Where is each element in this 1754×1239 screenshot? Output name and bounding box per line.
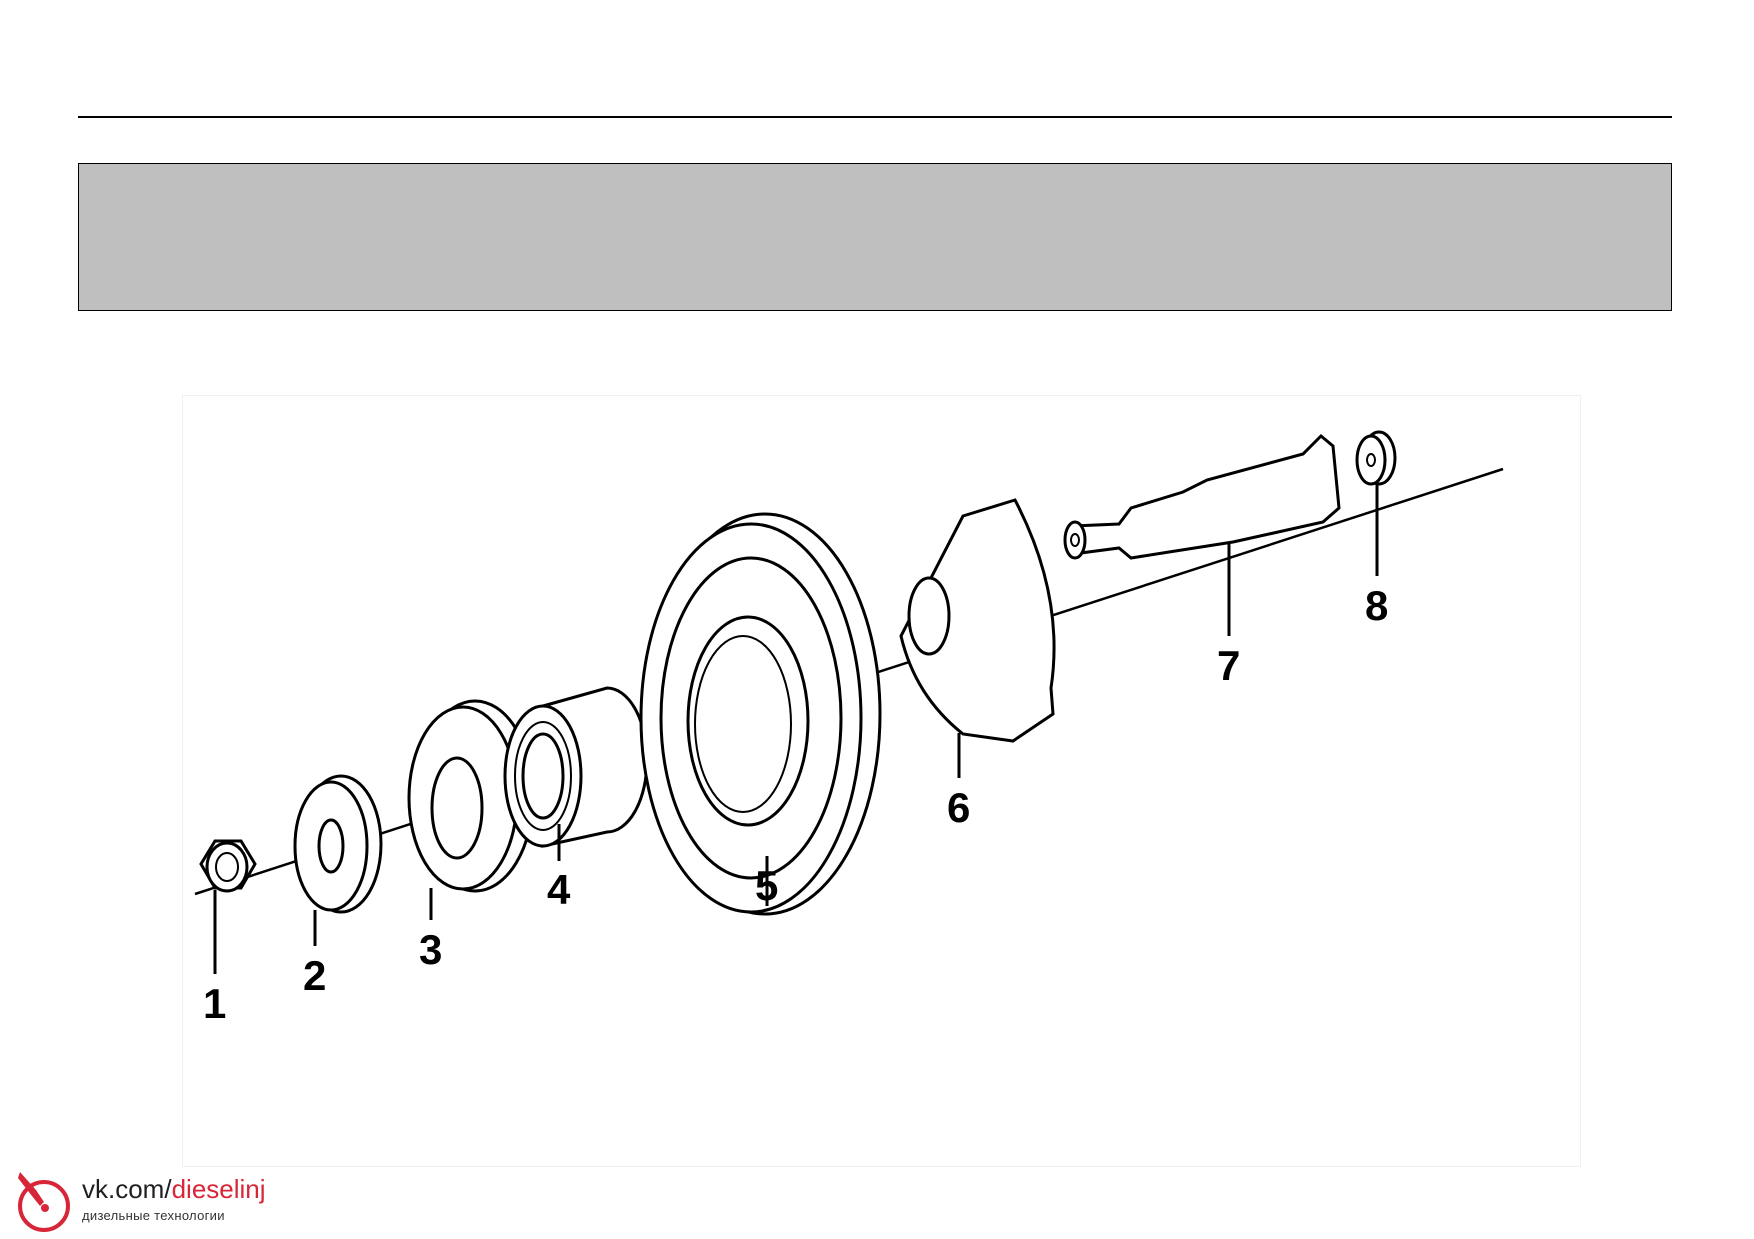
watermark: vk.com/dieselinj дизельные технологии bbox=[14, 1168, 314, 1234]
watermark-site-prefix: vk.com/ bbox=[82, 1174, 172, 1204]
part-2-washer bbox=[293, 774, 383, 914]
part-5-gear bbox=[639, 512, 882, 916]
part-7-shaft bbox=[1063, 433, 1341, 560]
watermark-tagline: дизельные технологии bbox=[82, 1208, 225, 1223]
part-1-hex-nut bbox=[199, 839, 257, 893]
callout-4: 4 bbox=[547, 866, 571, 913]
exploded-view-diagram: 1 2 3 4 5 6 7 8 bbox=[182, 395, 1581, 1167]
callout-8: 8 bbox=[1365, 582, 1388, 629]
header-box bbox=[78, 163, 1672, 311]
callout-3: 3 bbox=[419, 926, 442, 973]
part-6-segment bbox=[899, 498, 1056, 743]
injector-logo-icon bbox=[18, 1172, 70, 1232]
callout-5: 5 bbox=[755, 862, 778, 909]
callout-1: 1 bbox=[203, 980, 226, 1027]
part-4-ball-bearing bbox=[503, 686, 649, 848]
exploded-view-svg: 1 2 3 4 5 6 7 8 bbox=[194, 430, 1504, 1027]
watermark-site-name: dieselinj bbox=[171, 1174, 266, 1204]
top-rule bbox=[78, 116, 1672, 118]
watermark-site: vk.com/dieselinj bbox=[82, 1174, 266, 1205]
callout-7: 7 bbox=[1217, 642, 1240, 689]
part-3-spacer-ring bbox=[407, 699, 535, 893]
callout-2: 2 bbox=[303, 952, 326, 999]
part-8-plug bbox=[1355, 430, 1397, 486]
callout-6: 6 bbox=[947, 784, 970, 831]
